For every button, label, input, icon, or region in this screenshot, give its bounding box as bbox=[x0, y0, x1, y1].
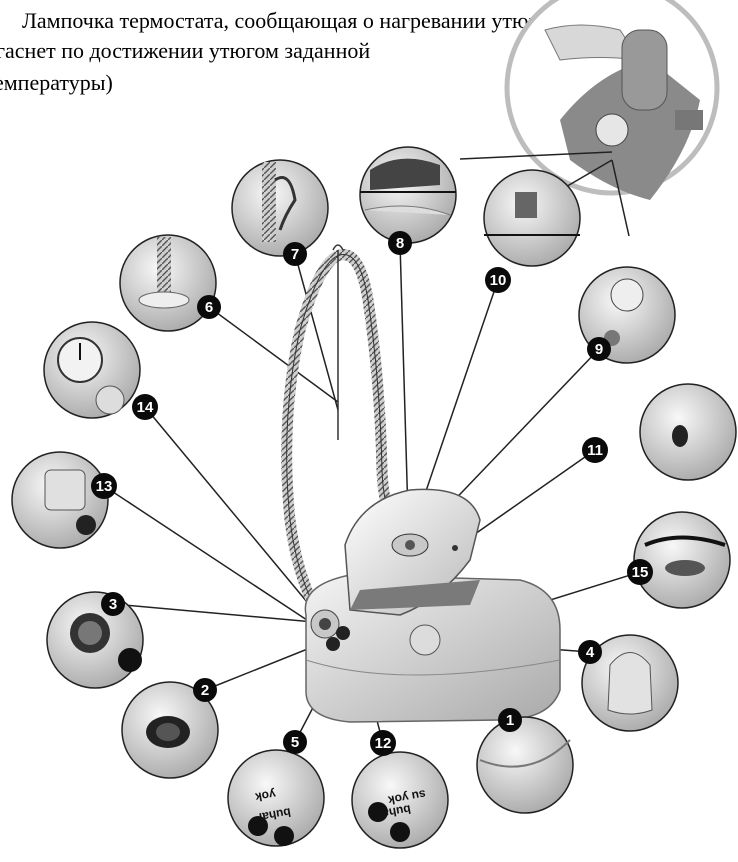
detail-6-hose-end bbox=[120, 235, 216, 331]
svg-text:9: 9 bbox=[595, 341, 603, 358]
callout-10: 10 bbox=[485, 267, 511, 293]
callout-9: 9 bbox=[587, 337, 611, 361]
callout-4: 4 bbox=[578, 640, 602, 664]
whiteout-blot bbox=[0, 97, 350, 153]
detail-15-indicator bbox=[640, 384, 736, 480]
detail-1-base-corner bbox=[477, 717, 573, 813]
detail-7-hose-holder bbox=[232, 160, 328, 256]
callout-12: 12 bbox=[370, 730, 396, 756]
detail-8-iron-tip bbox=[360, 147, 456, 243]
svg-text:12: 12 bbox=[375, 735, 392, 752]
detail-5-buhar-led: buhar yok bbox=[228, 750, 324, 846]
svg-text:13: 13 bbox=[96, 478, 113, 495]
detail-12-water-led: su yok buhar bbox=[352, 752, 448, 848]
detail-14-pressure-gauge bbox=[44, 322, 140, 418]
svg-text:11: 11 bbox=[587, 442, 603, 459]
callout-6: 6 bbox=[197, 295, 221, 319]
callout-5: 5 bbox=[283, 730, 307, 754]
iron bbox=[345, 489, 480, 615]
svg-text:10: 10 bbox=[490, 272, 507, 289]
detail-13-regulator-knob bbox=[12, 452, 108, 548]
svg-text:3: 3 bbox=[109, 596, 117, 613]
callout-7: 7 bbox=[283, 242, 307, 266]
svg-text:1: 1 bbox=[506, 712, 514, 729]
svg-text:14: 14 bbox=[137, 399, 154, 416]
callout-11: 11 bbox=[582, 437, 608, 463]
callout-3: 3 bbox=[101, 592, 125, 616]
callout-15: 15 bbox=[627, 559, 653, 585]
svg-text:8: 8 bbox=[396, 235, 404, 252]
callout-14: 14 bbox=[132, 394, 158, 420]
svg-text:5: 5 bbox=[291, 734, 299, 751]
detail-10-iron-switch bbox=[484, 170, 580, 266]
svg-text:15: 15 bbox=[632, 564, 649, 581]
svg-text:7: 7 bbox=[291, 246, 299, 263]
callout-8: 8 bbox=[388, 231, 412, 255]
callout-2: 2 bbox=[193, 678, 217, 702]
detail-3-steam-button bbox=[47, 592, 143, 688]
svg-text:6: 6 bbox=[205, 299, 213, 316]
detail-11-iron-rest bbox=[634, 512, 730, 608]
svg-text:4: 4 bbox=[586, 644, 595, 661]
svg-text:2: 2 bbox=[201, 682, 209, 699]
callout-1: 1 bbox=[498, 708, 522, 732]
callout-13: 13 bbox=[91, 473, 117, 499]
